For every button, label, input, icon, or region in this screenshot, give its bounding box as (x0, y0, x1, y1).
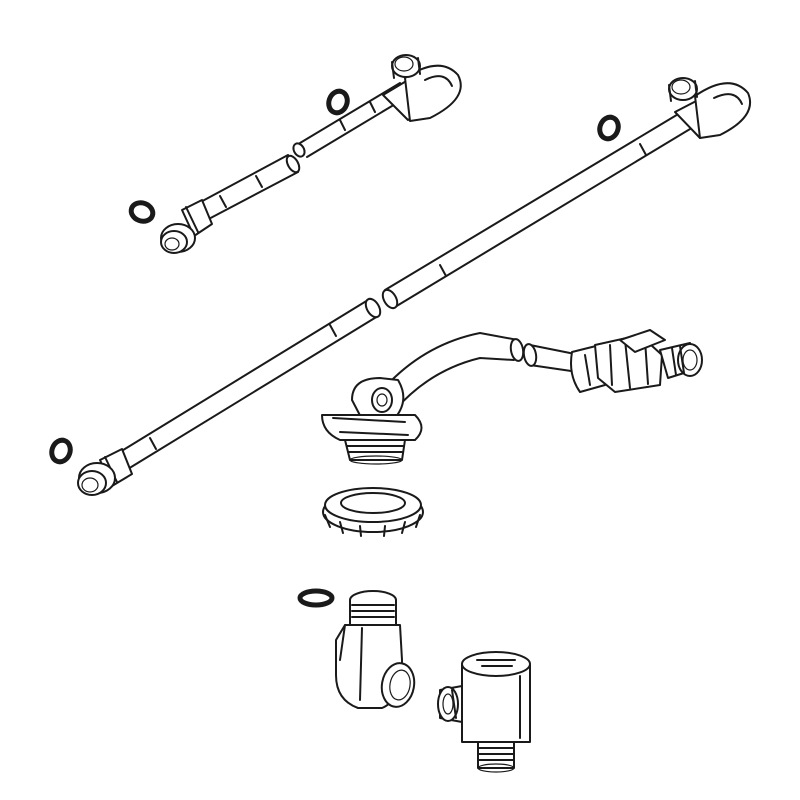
o-ring-seal (128, 200, 156, 224)
o-ring-seal (297, 588, 335, 608)
valve-body (437, 651, 531, 773)
drain-hose-assembly (321, 329, 703, 465)
short-hose-assembly (128, 54, 462, 254)
short-hose-lower-segment (160, 154, 301, 254)
o-ring-seal (49, 437, 73, 465)
o-ring-seal (597, 114, 621, 142)
long-hose-assembly (49, 77, 751, 496)
long-hose-lower-segment (77, 297, 382, 496)
lock-nut (322, 487, 424, 537)
elbow-connector (335, 590, 416, 709)
long-hose-upper-segment (381, 77, 751, 310)
o-ring-seal (326, 88, 350, 116)
short-hose-upper-segment (292, 54, 462, 158)
